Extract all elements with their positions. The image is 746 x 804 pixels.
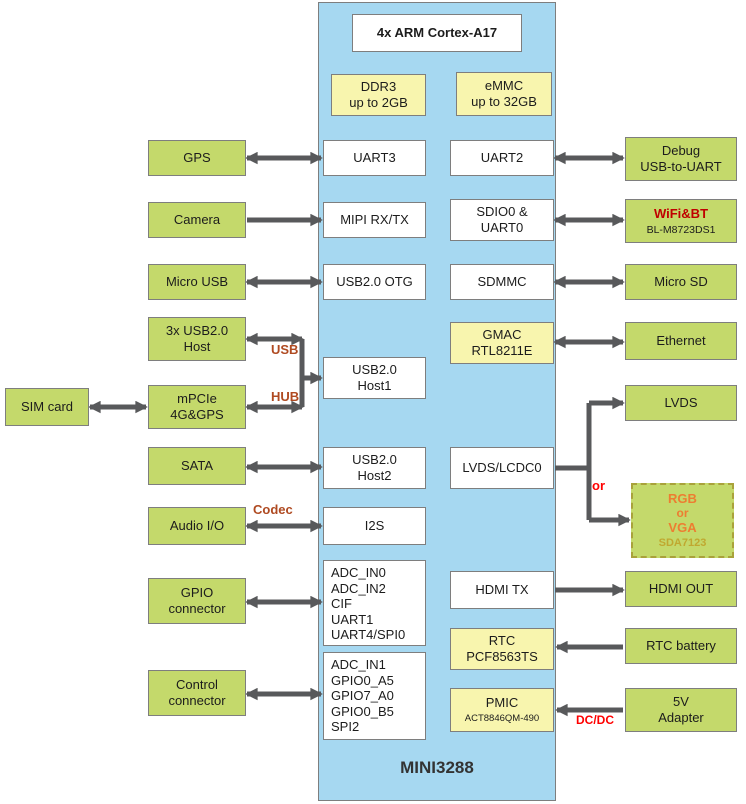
- wifi-bt-label: WiFi&BT: [653, 205, 709, 221]
- usb-host-3x-box: 3x USB2.0 Host: [148, 317, 246, 361]
- gpio-connector-box: GPIO connector: [148, 578, 246, 624]
- cpu-box: 4x ARM Cortex-A17: [352, 14, 522, 52]
- usb-otg-box: USB2.0 OTG: [323, 264, 426, 300]
- sata-box: SATA: [148, 447, 246, 485]
- mipi-box: MIPI RX/TX: [323, 202, 426, 238]
- rgb-or-label: or: [676, 505, 689, 520]
- sda7123-label: SDA7123: [658, 536, 707, 549]
- micro-usb-box: Micro USB: [148, 264, 246, 300]
- hdmi-out-box: HDMI OUT: [625, 571, 737, 607]
- codec-wire-label: Codec: [253, 502, 293, 517]
- i2s-box: I2S: [323, 507, 426, 545]
- wifi-bt-module: BL-M8723DS1: [646, 223, 716, 236]
- mpcie-box: mPCIe 4G&GPS: [148, 385, 246, 429]
- emmc-box: eMMC up to 32GB: [456, 72, 552, 116]
- usb-host2-box: USB2.0 Host2: [323, 447, 426, 489]
- gpio-group1-box: ADC_IN0 ADC_IN2 CIF UART1 UART4/SPI0: [323, 560, 426, 646]
- ddr3-box: DDR3 up to 2GB: [331, 74, 426, 116]
- pmic-part-number: ACT8846QM-490: [464, 713, 540, 725]
- uart3-box: UART3: [323, 140, 426, 176]
- rtc-box: RTC PCF8563TS: [450, 628, 554, 670]
- adapter-5v-box: 5V Adapter: [625, 688, 737, 732]
- ethernet-box: Ethernet: [625, 322, 737, 360]
- usb-host1-box: USB2.0 Host1: [323, 357, 426, 399]
- wifi-bt-box: WiFi&BT BL-M8723DS1: [625, 199, 737, 243]
- gpio-group2-box: ADC_IN1 GPIO0_A5 GPIO7_A0 GPIO0_B5 SPI2: [323, 652, 426, 740]
- micro-sd-box: Micro SD: [625, 264, 737, 300]
- uart2-box: UART2: [450, 140, 554, 176]
- hdmi-tx-box: HDMI TX: [450, 571, 554, 609]
- sdmmc-box: SDMMC: [450, 264, 554, 300]
- pmic-box: PMIC ACT8846QM-490: [450, 688, 554, 732]
- dcdc-wire-label: DC/DC: [576, 713, 614, 727]
- debug-uart-box: Debug USB-to-UART: [625, 137, 737, 181]
- rgb-label: RGB: [668, 490, 697, 506]
- gmac-box: GMAC RTL8211E: [450, 322, 554, 364]
- camera-box: Camera: [148, 202, 246, 238]
- gps-box: GPS: [148, 140, 246, 176]
- or-wire-label: or: [592, 478, 605, 493]
- vga-label: VGA: [668, 519, 697, 535]
- lvds-box: LVDS: [625, 385, 737, 421]
- pmic-label: PMIC: [485, 695, 519, 711]
- lvds-lcdc0-box: LVDS/LCDC0: [450, 447, 554, 489]
- rgb-vga-box: RGB or VGA SDA7123: [631, 483, 734, 558]
- rtc-battery-box: RTC battery: [625, 628, 737, 664]
- usb-wire-label: USB: [271, 342, 299, 357]
- audio-io-box: Audio I/O: [148, 507, 246, 545]
- sim-card-box: SIM card: [5, 388, 89, 426]
- control-connector-box: Control connector: [148, 670, 246, 716]
- sdio0-uart0-box: SDIO0 & UART0: [450, 199, 554, 241]
- board-title: MINI3288: [400, 758, 474, 777]
- hub-wire-label: HUB: [271, 389, 300, 404]
